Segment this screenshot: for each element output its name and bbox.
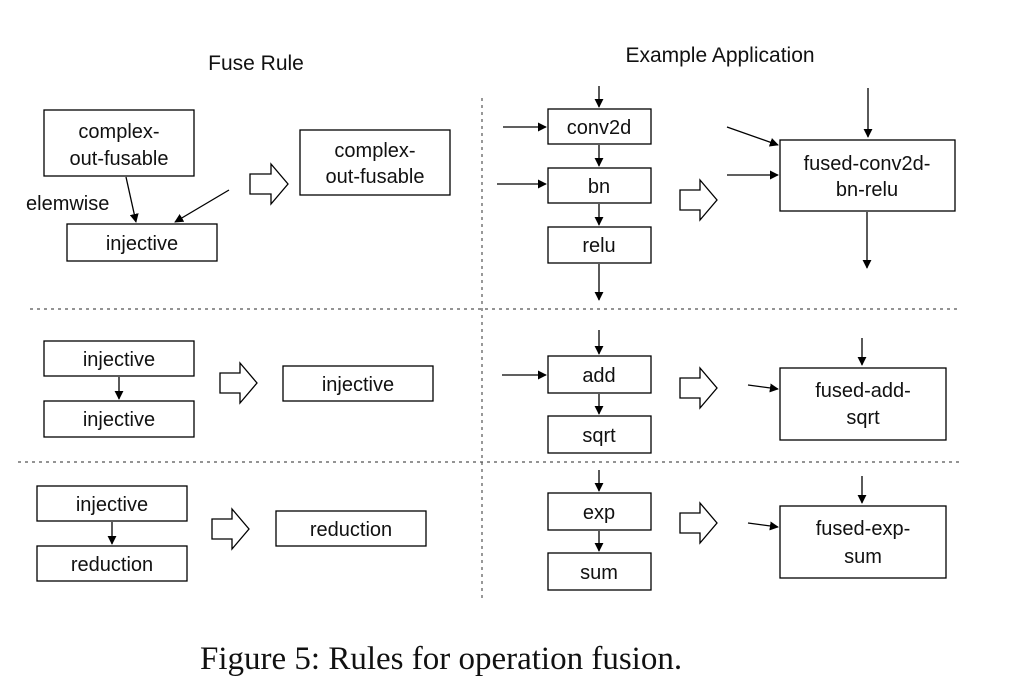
figure-caption: Figure 5: Rules for operation fusion. xyxy=(200,641,682,677)
ex1-conv2d-label: conv2d xyxy=(567,117,632,139)
ex2-fused-label-line1: fused-add- xyxy=(815,380,911,402)
rule2-result-box xyxy=(282,365,434,402)
ex3-sum-box xyxy=(547,552,652,591)
rule2-dst-box xyxy=(43,400,195,438)
rule3-src-box xyxy=(36,485,188,522)
ex1-relu-label: relu xyxy=(582,235,615,257)
rule2-dst-label: injective xyxy=(83,409,155,431)
ex3-fuse-arrow xyxy=(679,501,718,545)
example-application-header: Example Application xyxy=(625,44,814,67)
rule1-fuse-arrow xyxy=(249,162,289,206)
ex1-fused-diag-input xyxy=(726,126,779,147)
ex2-fuse-arrow xyxy=(679,366,718,410)
rule1-complex-out-fusable-box xyxy=(43,109,195,177)
rule2-src-box xyxy=(43,340,195,377)
rule1-src-label-line2: out-fusable xyxy=(70,148,169,170)
example-2: add sqrt fused-add- sqrt xyxy=(502,330,947,454)
ex2-fused-side-input xyxy=(747,383,779,393)
ex1-conv2d-box xyxy=(547,108,652,145)
rule3-dst-box xyxy=(36,545,188,582)
ex1-fuse-arrow xyxy=(679,178,718,222)
ex3-exp-box xyxy=(547,492,652,531)
rule1-result-label-line2: out-fusable xyxy=(326,166,425,188)
rule-2: injective injective injective xyxy=(43,340,434,438)
fuse-rule-header: Fuse Rule xyxy=(208,52,304,75)
ex3-fused-side-input xyxy=(747,521,779,531)
ex1-fused-label-line2: bn-relu xyxy=(836,179,898,201)
rule2-result-label: injective xyxy=(322,374,394,396)
rule1-src-label-line1: complex- xyxy=(78,121,159,143)
ex2-sqrt-label: sqrt xyxy=(582,425,616,447)
ex3-fused-box xyxy=(779,505,947,579)
rule1-result-box xyxy=(299,129,451,196)
ex1-bn-box xyxy=(547,167,652,204)
ex1-fused-label-line1: fused-conv2d- xyxy=(804,153,931,175)
ex3-fused-label-line2: sum xyxy=(844,546,882,568)
ex1-bn-label: bn xyxy=(588,176,610,198)
ex1-relu-box xyxy=(547,226,652,264)
rule3-src-label: injective xyxy=(76,494,148,516)
rule1-result-label-line1: complex- xyxy=(334,140,415,162)
rule3-result-box xyxy=(275,510,427,547)
rule1-injective-label: injective xyxy=(106,233,178,255)
rule3-dst-label: reduction xyxy=(71,554,153,576)
rule1-incoming-edge xyxy=(174,189,230,223)
ex2-sqrt-box xyxy=(547,415,652,454)
rule1-elemwise-edge xyxy=(125,176,139,223)
rule2-fuse-arrow xyxy=(219,361,258,405)
rule1-injective-box xyxy=(66,223,218,262)
rule3-result-label: reduction xyxy=(310,519,392,541)
rule3-fuse-arrow xyxy=(211,507,250,551)
example-3: exp sum fused-exp- sum xyxy=(547,470,947,591)
ex2-fused-box xyxy=(779,367,947,441)
ex3-fused-label-line1: fused-exp- xyxy=(816,518,911,540)
rule2-src-label: injective xyxy=(83,349,155,371)
ex2-add-box xyxy=(547,355,652,394)
rule1-edge-label: elemwise xyxy=(26,193,109,215)
example-1: conv2d bn relu fused-conv2d- bn-relu xyxy=(497,86,956,301)
ex1-fused-box xyxy=(779,139,956,212)
rule-3: injective reduction reduction xyxy=(36,485,427,582)
ex3-exp-label: exp xyxy=(583,502,615,524)
ex2-fused-label-line2: sqrt xyxy=(846,407,880,429)
rule-1: complex- out-fusable injective elemwise … xyxy=(26,109,451,262)
ex2-add-label: add xyxy=(582,365,615,387)
ex3-sum-label: sum xyxy=(580,562,618,584)
